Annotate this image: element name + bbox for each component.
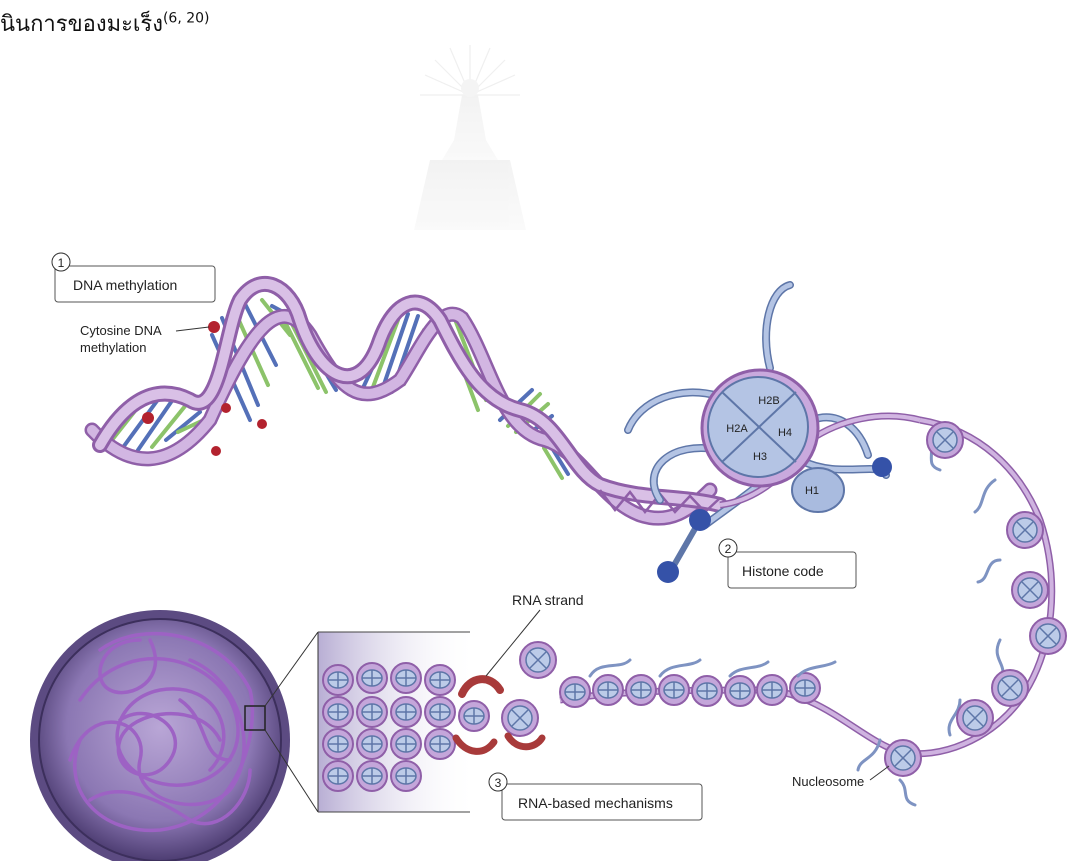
zoom-guide-line <box>265 632 318 706</box>
histone-modification-bead <box>689 509 711 531</box>
callout-title: RNA-based mechanisms <box>518 795 673 811</box>
cytosine-pointer <box>176 327 209 331</box>
label-rna-strand: RNA strand <box>512 592 584 608</box>
callout-dna-methylation: 1 DNA methylation <box>52 253 215 302</box>
label-cytosine-methylation: Cytosine DNA <box>80 323 162 338</box>
rna-strand-arc <box>508 736 542 747</box>
methyl-group-dot <box>142 412 154 424</box>
histone-label-h2a: H2A <box>726 423 748 435</box>
nucleosome-pointer <box>870 766 889 780</box>
label-nucleosome: Nucleosome <box>792 774 864 789</box>
callout-number: 3 <box>495 776 502 790</box>
methyl-group-dot <box>221 403 231 413</box>
histone-modification-bead <box>872 457 892 477</box>
histone-label-h1: H1 <box>805 485 819 497</box>
histone-modification-bead <box>657 561 679 583</box>
label-cytosine-methylation-2: methylation <box>80 340 146 355</box>
histone-label-h3: H3 <box>753 451 767 463</box>
callout-rna-mechanisms: 3 RNA-based mechanisms <box>489 773 702 820</box>
callout-number: 2 <box>725 542 732 556</box>
methyl-group-dot <box>208 321 220 333</box>
callout-title: DNA methylation <box>73 277 177 293</box>
methyl-group-dot <box>211 446 221 456</box>
histone-octamer: H2B H2A H4 H3 H1 <box>628 285 920 583</box>
callout-title: Histone code <box>742 563 824 579</box>
watermark-emblem <box>414 45 526 230</box>
methyl-group-dot <box>257 419 267 429</box>
dna-double-helix <box>92 284 720 518</box>
histone-label-h4: H4 <box>778 427 792 439</box>
callout-histone-code: 2 Histone code <box>719 539 856 588</box>
cell-nucleus <box>30 610 318 861</box>
callout-number: 1 <box>58 256 65 270</box>
histone-label-h2b: H2B <box>758 395 779 407</box>
